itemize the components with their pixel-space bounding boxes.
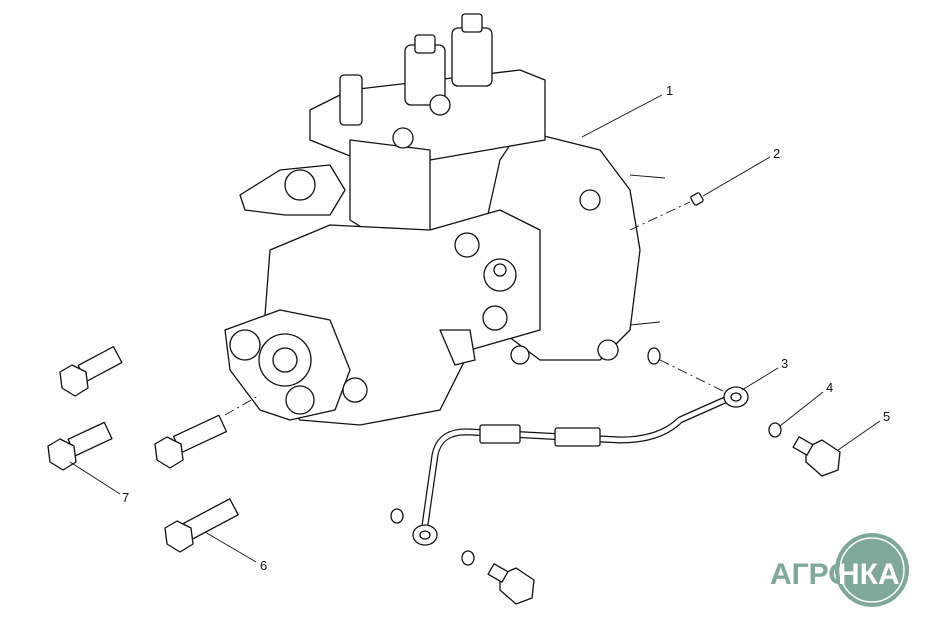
bolt <box>47 421 113 471</box>
logo-text-right: НКА <box>838 558 900 591</box>
fuel-pump-assembly <box>224 13 666 426</box>
callout-7: 7 <box>122 490 129 505</box>
callout-4: 4 <box>826 380 833 395</box>
bolt <box>154 414 228 469</box>
bolt <box>59 346 123 397</box>
part-3-fuel-line <box>412 386 749 546</box>
callouts: 1 2 3 4 5 6 7 <box>69 83 890 573</box>
agronka-logo: АГРО НКА <box>770 533 909 607</box>
callout-5: 5 <box>883 409 890 424</box>
bolts <box>47 346 261 553</box>
washers <box>390 347 782 566</box>
logo-text-left: АГРО <box>770 558 852 591</box>
callout-1: 1 <box>666 83 673 98</box>
callout-3: 3 <box>781 356 788 371</box>
part-5-banjo-bolt <box>487 436 841 605</box>
callout-2: 2 <box>773 146 780 161</box>
bolt <box>164 498 239 553</box>
callout-6: 6 <box>260 558 267 573</box>
part-2-plug <box>690 192 704 206</box>
